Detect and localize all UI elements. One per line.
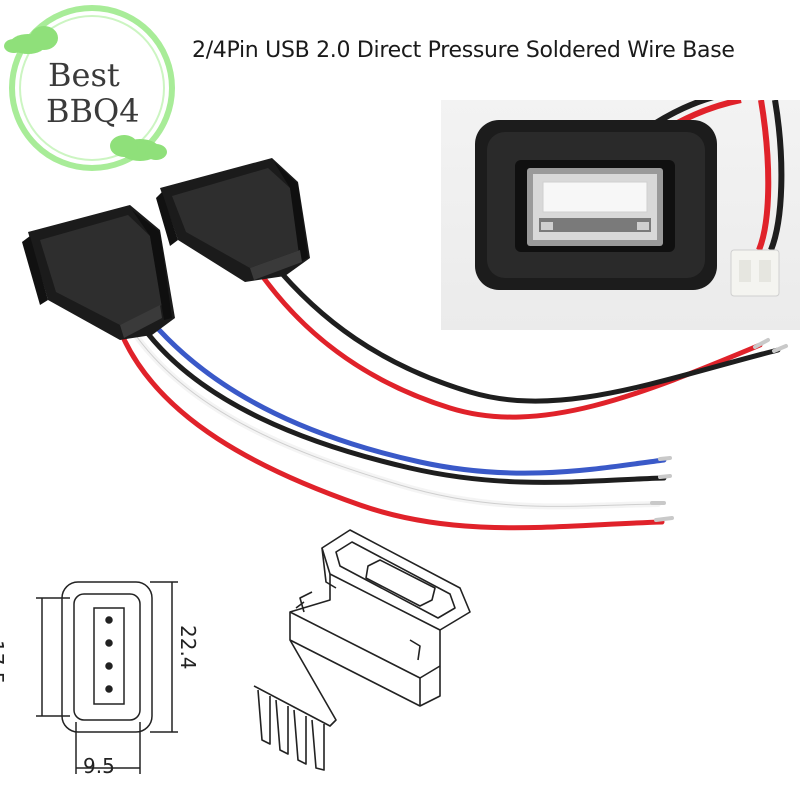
wire-tip	[658, 456, 672, 461]
dimension-label-inner-height: 17.5	[0, 640, 8, 685]
dimension-label-width: 9.5	[83, 754, 115, 778]
wire-tip	[753, 338, 770, 349]
page-title: 2/4Pin USB 2.0 Direct Pressure Soldered …	[192, 38, 735, 63]
dimension-label-outer-height: 22.4	[176, 625, 200, 670]
cloud-icon	[4, 26, 58, 54]
wire-bundle	[119, 259, 788, 531]
wire-blue	[149, 319, 667, 476]
dimension-drawing-front	[36, 581, 178, 774]
dimension-drawing-isometric	[253, 529, 471, 771]
wire-tip	[772, 344, 788, 353]
logo-text-line2: BBQ4	[46, 92, 140, 130]
wire-black	[139, 323, 667, 485]
wire-black	[269, 259, 781, 404]
wire-tip	[654, 516, 674, 522]
inset-photo	[441, 100, 800, 330]
usb-connector-4pin	[22, 205, 175, 340]
cloud-icon	[110, 135, 167, 161]
usb-connector-2pin	[156, 158, 310, 282]
wire-tip	[658, 474, 672, 479]
wire-red	[119, 332, 665, 531]
wire-red	[255, 267, 763, 420]
logo-text-line1: Best	[48, 56, 120, 94]
logo-ring	[9, 5, 175, 171]
usb-port-closeup	[475, 100, 785, 297]
wire-white-outline	[131, 329, 659, 507]
